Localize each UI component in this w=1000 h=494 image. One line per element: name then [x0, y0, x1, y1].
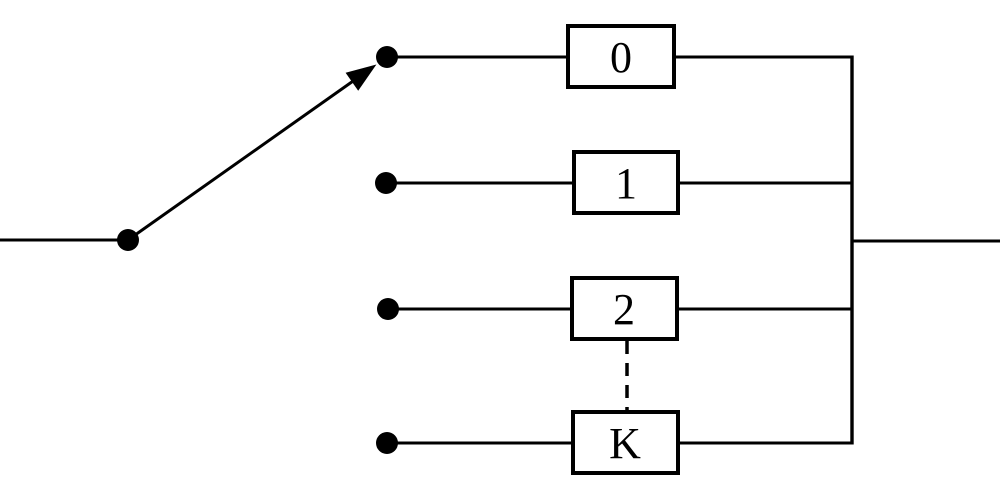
branch-1-label: 1 — [615, 159, 637, 208]
branch-row-k: K — [376, 410, 852, 475]
switch-arm-line — [127, 77, 357, 242]
switch-arm-arrowhead-icon — [345, 64, 377, 91]
branch-1-box — [572, 150, 680, 215]
branch-0-label: 0 — [610, 33, 632, 82]
branch-2-label: 2 — [613, 285, 635, 334]
branch-row-0: 0 — [376, 24, 852, 89]
branch-row-2: 2 — [377, 276, 852, 341]
branch-row-1: 1 — [375, 150, 852, 215]
branch-k-label: K — [609, 419, 641, 468]
